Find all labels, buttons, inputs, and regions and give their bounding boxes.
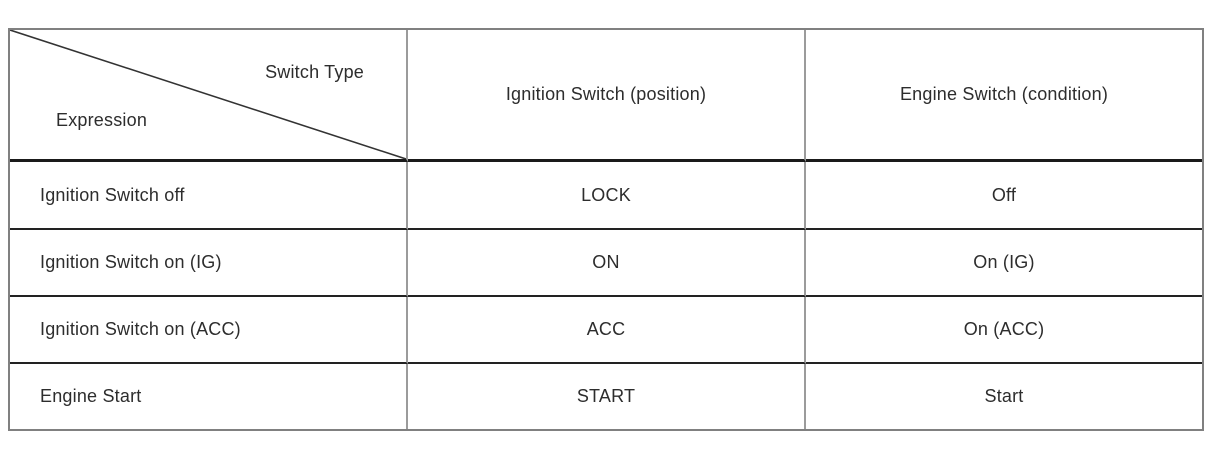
engine-condition-cell: Start: [984, 386, 1024, 406]
expression-cell: Ignition Switch on (ACC): [10, 297, 408, 364]
ignition-position-cell: LOCK: [408, 162, 806, 230]
expression-cell: Ignition Switch on (IG): [10, 230, 408, 297]
corner-header-cell: Switch Type Expression: [10, 30, 408, 162]
column-header-engine-switch: Engine Switch (condition): [806, 30, 1202, 162]
switch-type-table: Switch Type Expression Ignition Switch (…: [8, 28, 1204, 431]
column-header-ignition-switch: Ignition Switch (position): [408, 30, 806, 162]
ignition-position-cell: START: [408, 364, 806, 429]
ignition-position-cell: ACC: [408, 297, 806, 364]
diagonal-divider-line: [10, 30, 406, 159]
expression-cell: Ignition Switch off: [10, 162, 408, 230]
engine-condition-cell: On (IG): [806, 230, 1202, 297]
expression-cell: Engine Start: [10, 364, 408, 429]
engine-condition-cell: On (ACC): [806, 297, 1202, 364]
engine-condition-cell: Off: [806, 162, 1202, 230]
expression-label: Expression: [56, 110, 148, 130]
ignition-position-cell: ON: [408, 230, 806, 297]
switch-type-label: Switch Type: [265, 62, 364, 82]
